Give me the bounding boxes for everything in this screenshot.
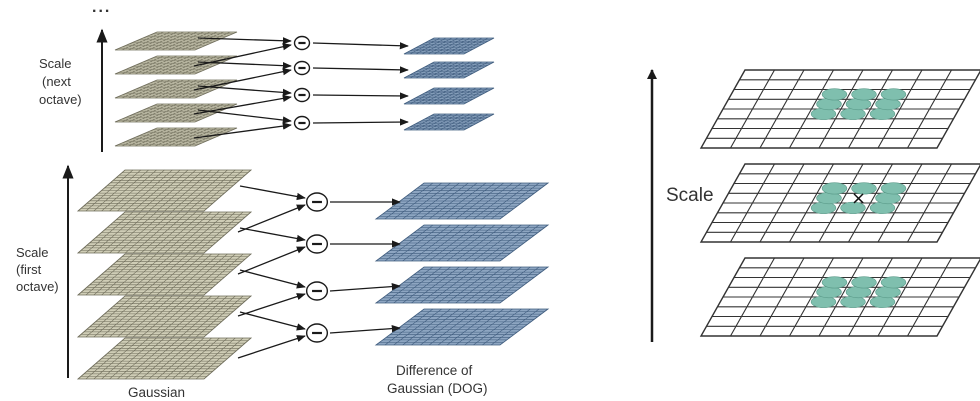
gaussian-layer-next-4	[114, 103, 238, 123]
neighbor-dot	[821, 88, 848, 101]
scale-layer-2: ×	[699, 163, 980, 243]
gaussian-layer-first-2	[76, 211, 253, 254]
neighbor-dot	[880, 88, 907, 101]
gaussian-layer-next-3	[114, 79, 238, 99]
dog-layer-first-3	[374, 266, 550, 304]
neighbor-dot	[840, 201, 866, 214]
dog-layer-next-2	[403, 61, 495, 79]
dog-layer-next-4	[403, 113, 495, 131]
arrow-first-g3-to-op	[237, 246, 306, 275]
subtract-op-next-2	[293, 60, 311, 76]
arrow-first-g2-to-op	[237, 204, 306, 233]
gaussian-layer-next-1	[114, 31, 238, 51]
arrow-next-op1-to-dog	[312, 42, 409, 50]
neighbor-dot	[821, 276, 848, 289]
gaussian-layer-first-4	[76, 295, 253, 338]
arrow-first-g2-to-op	[239, 227, 306, 243]
arrow-first-g1-to-op	[239, 185, 306, 201]
layers-group	[76, 31, 550, 380]
dog-layer-next-1	[403, 37, 495, 55]
dog-layer-first-4	[374, 308, 550, 346]
arrow-next-op2-to-dog	[312, 66, 409, 74]
gaussian-layer-next-5	[114, 127, 238, 147]
arrow-first-g5-to-op	[237, 335, 306, 359]
subtract-op-first-4	[305, 323, 329, 343]
arrow-next-g2-to-op	[197, 61, 292, 70]
subtraction-operators	[293, 35, 329, 343]
subtract-op-next-1	[293, 35, 311, 51]
scale-layer-1	[699, 69, 980, 149]
arrow-next-op3-to-dog	[312, 92, 409, 100]
arrow-first-g3-to-op	[239, 269, 306, 289]
extrema-detection-panel: ×	[699, 69, 980, 337]
neighbor-dot	[851, 182, 877, 195]
ellipsis-label: ...	[92, 0, 111, 16]
scale-next-label-line2: (next	[42, 74, 71, 89]
scale-first-label-line1: Scale	[16, 245, 49, 260]
dog-layer-next-3	[403, 87, 495, 105]
dog-label-line2: Gaussian (DOG)	[387, 381, 488, 396]
arrows-group	[193, 37, 409, 359]
subtract-op-next-4	[293, 115, 311, 131]
arrow-first-op3-to-dog	[329, 282, 401, 292]
arrow-first-g4-to-op	[237, 293, 306, 317]
dog-label-line1: Difference of	[396, 363, 473, 378]
arrow-next-g4-to-op	[197, 109, 292, 124]
sample-point-marker: ×	[851, 188, 866, 209]
neighbor-dot	[880, 276, 907, 289]
arrow-next-op4-to-dog	[312, 118, 409, 126]
scale-first-label-line2: (first	[16, 262, 42, 277]
gaussian-layer-next-2	[114, 55, 238, 75]
gaussian-layer-first-5	[76, 337, 253, 380]
scale-layer-3	[699, 257, 980, 337]
subtract-op-first-2	[305, 234, 329, 254]
scale-next-label-line1: Scale	[39, 56, 72, 71]
neighbor-dot	[821, 182, 848, 195]
scale-next-label-line3: octave)	[39, 92, 82, 107]
subtract-op-next-3	[293, 87, 311, 103]
arrow-next-g3-to-op	[197, 85, 292, 97]
gaussian-label: Gaussian	[128, 385, 185, 400]
subtract-op-first-1	[305, 192, 329, 212]
arrow-next-g5-to-op	[193, 122, 292, 139]
subtract-op-first-3	[305, 281, 329, 301]
arrow-first-op4-to-dog	[329, 324, 401, 334]
neighbor-dot	[851, 88, 877, 101]
dog-layer-first-1	[374, 182, 550, 220]
scale-first-label-line3: octave)	[16, 279, 59, 294]
scale-right-label: Scale	[666, 185, 714, 206]
neighbor-dot	[880, 182, 907, 195]
neighbor-dot	[851, 276, 877, 289]
gaussian-layer-first-1	[76, 169, 253, 212]
arrow-next-g1-to-op	[197, 37, 292, 45]
dog-layer-first-2	[374, 224, 550, 262]
arrow-first-g4-to-op	[239, 311, 306, 331]
gaussian-layer-first-3	[76, 253, 253, 296]
